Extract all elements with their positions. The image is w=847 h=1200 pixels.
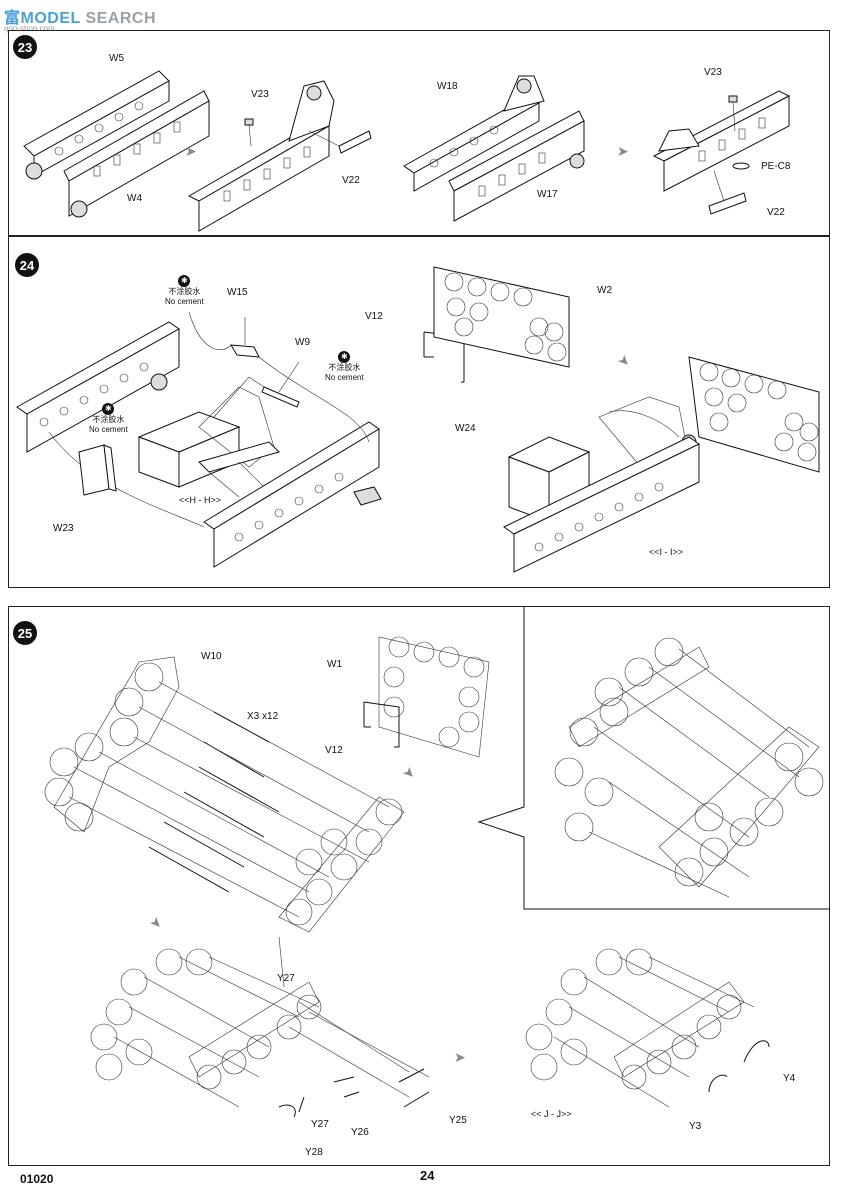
label-w5: W5 (109, 53, 124, 64)
svg-text:➤: ➤ (185, 143, 197, 159)
no-cement-icon: ✱ (178, 275, 191, 287)
step-25-panel: 25 (8, 606, 830, 1166)
label-y28: Y28 (305, 1147, 323, 1158)
svg-text:➤: ➤ (617, 143, 629, 159)
watermark-brand: MODEL (20, 10, 81, 27)
label-v12: V12 (365, 311, 383, 322)
label-y4: Y4 (783, 1073, 796, 1084)
label-w18: W18 (437, 81, 458, 92)
label-ii-view: <<I - I>> (649, 547, 684, 557)
no-cement-icon: ✱ (102, 403, 115, 415)
svg-text:➤: ➤ (400, 763, 420, 783)
watermark-brand-cn: 富 (4, 10, 21, 27)
label-w23: W23 (53, 523, 74, 534)
label-v22-a: V22 (342, 175, 360, 186)
label-y27-a: Y27 (277, 973, 295, 984)
label-y26: Y26 (351, 1127, 369, 1138)
no-cement-en: No cement (165, 297, 204, 306)
label-x3: X3 x12 (247, 711, 279, 722)
svg-text:➤: ➤ (454, 1049, 466, 1065)
label-v23-b: V23 (704, 67, 722, 78)
step-24-drawing: ➤ (16, 266, 820, 573)
step-25-number: 25 (13, 621, 37, 645)
step-24-panel: 24 (8, 236, 830, 588)
label-w2: W2 (597, 285, 612, 296)
label-w15: W15 (227, 287, 248, 298)
label-pe-c8: PE-C8 (761, 161, 791, 172)
no-cement-cn: 不涂胶水 (328, 363, 361, 372)
label-jj-view: << J - J>> (531, 1109, 572, 1119)
label-w4: W4 (127, 193, 142, 204)
footer-kit-code: 01020 (20, 1172, 54, 1186)
label-w9: W9 (295, 337, 310, 348)
no-cement-note-3: ✱ 不涂胶水 No cement (89, 403, 128, 435)
inset-assembly (554, 637, 824, 898)
label-w1: W1 (327, 659, 342, 670)
label-v22-b: V22 (767, 207, 785, 218)
svg-text:➤: ➤ (615, 351, 635, 371)
watermark: 富MODEL SEARCH qqq-shop.com (4, 4, 157, 33)
step-23-panel: 23 ➤ (8, 30, 830, 236)
label-y27-b: Y27 (311, 1119, 329, 1130)
no-cement-en: No cement (325, 373, 364, 382)
step-24-number: 24 (15, 253, 39, 277)
label-w17: W17 (537, 189, 558, 200)
label-v12: V12 (325, 745, 343, 756)
no-cement-note-1: ✱ 不涂胶水 No cement (165, 275, 204, 307)
no-cement-en: No cement (89, 425, 128, 434)
no-cement-note-2: ✱ 不涂胶水 No cement (325, 351, 364, 383)
no-cement-icon: ✱ (338, 351, 351, 363)
no-cement-cn: 不涂胶水 (168, 287, 201, 296)
footer-page-number: 24 (420, 1168, 435, 1183)
label-w10: W10 (201, 651, 222, 662)
label-y3: Y3 (689, 1121, 702, 1132)
watermark-domain: qqq-shop.com (4, 24, 55, 33)
svg-text:➤: ➤ (147, 913, 167, 933)
label-w24: W24 (455, 423, 476, 434)
no-cement-cn: 不涂胶水 (92, 415, 125, 424)
watermark-search: SEARCH (85, 10, 157, 27)
label-v23-a: V23 (251, 89, 269, 100)
label-y25: Y25 (449, 1115, 467, 1126)
step-23-drawing: ➤ ➤ (23, 70, 791, 232)
label-hh-view: <<H - H>> (179, 495, 222, 505)
step-23-number: 23 (13, 35, 37, 59)
step-25-drawing: ➤ ➤ ➤ (44, 607, 829, 1118)
